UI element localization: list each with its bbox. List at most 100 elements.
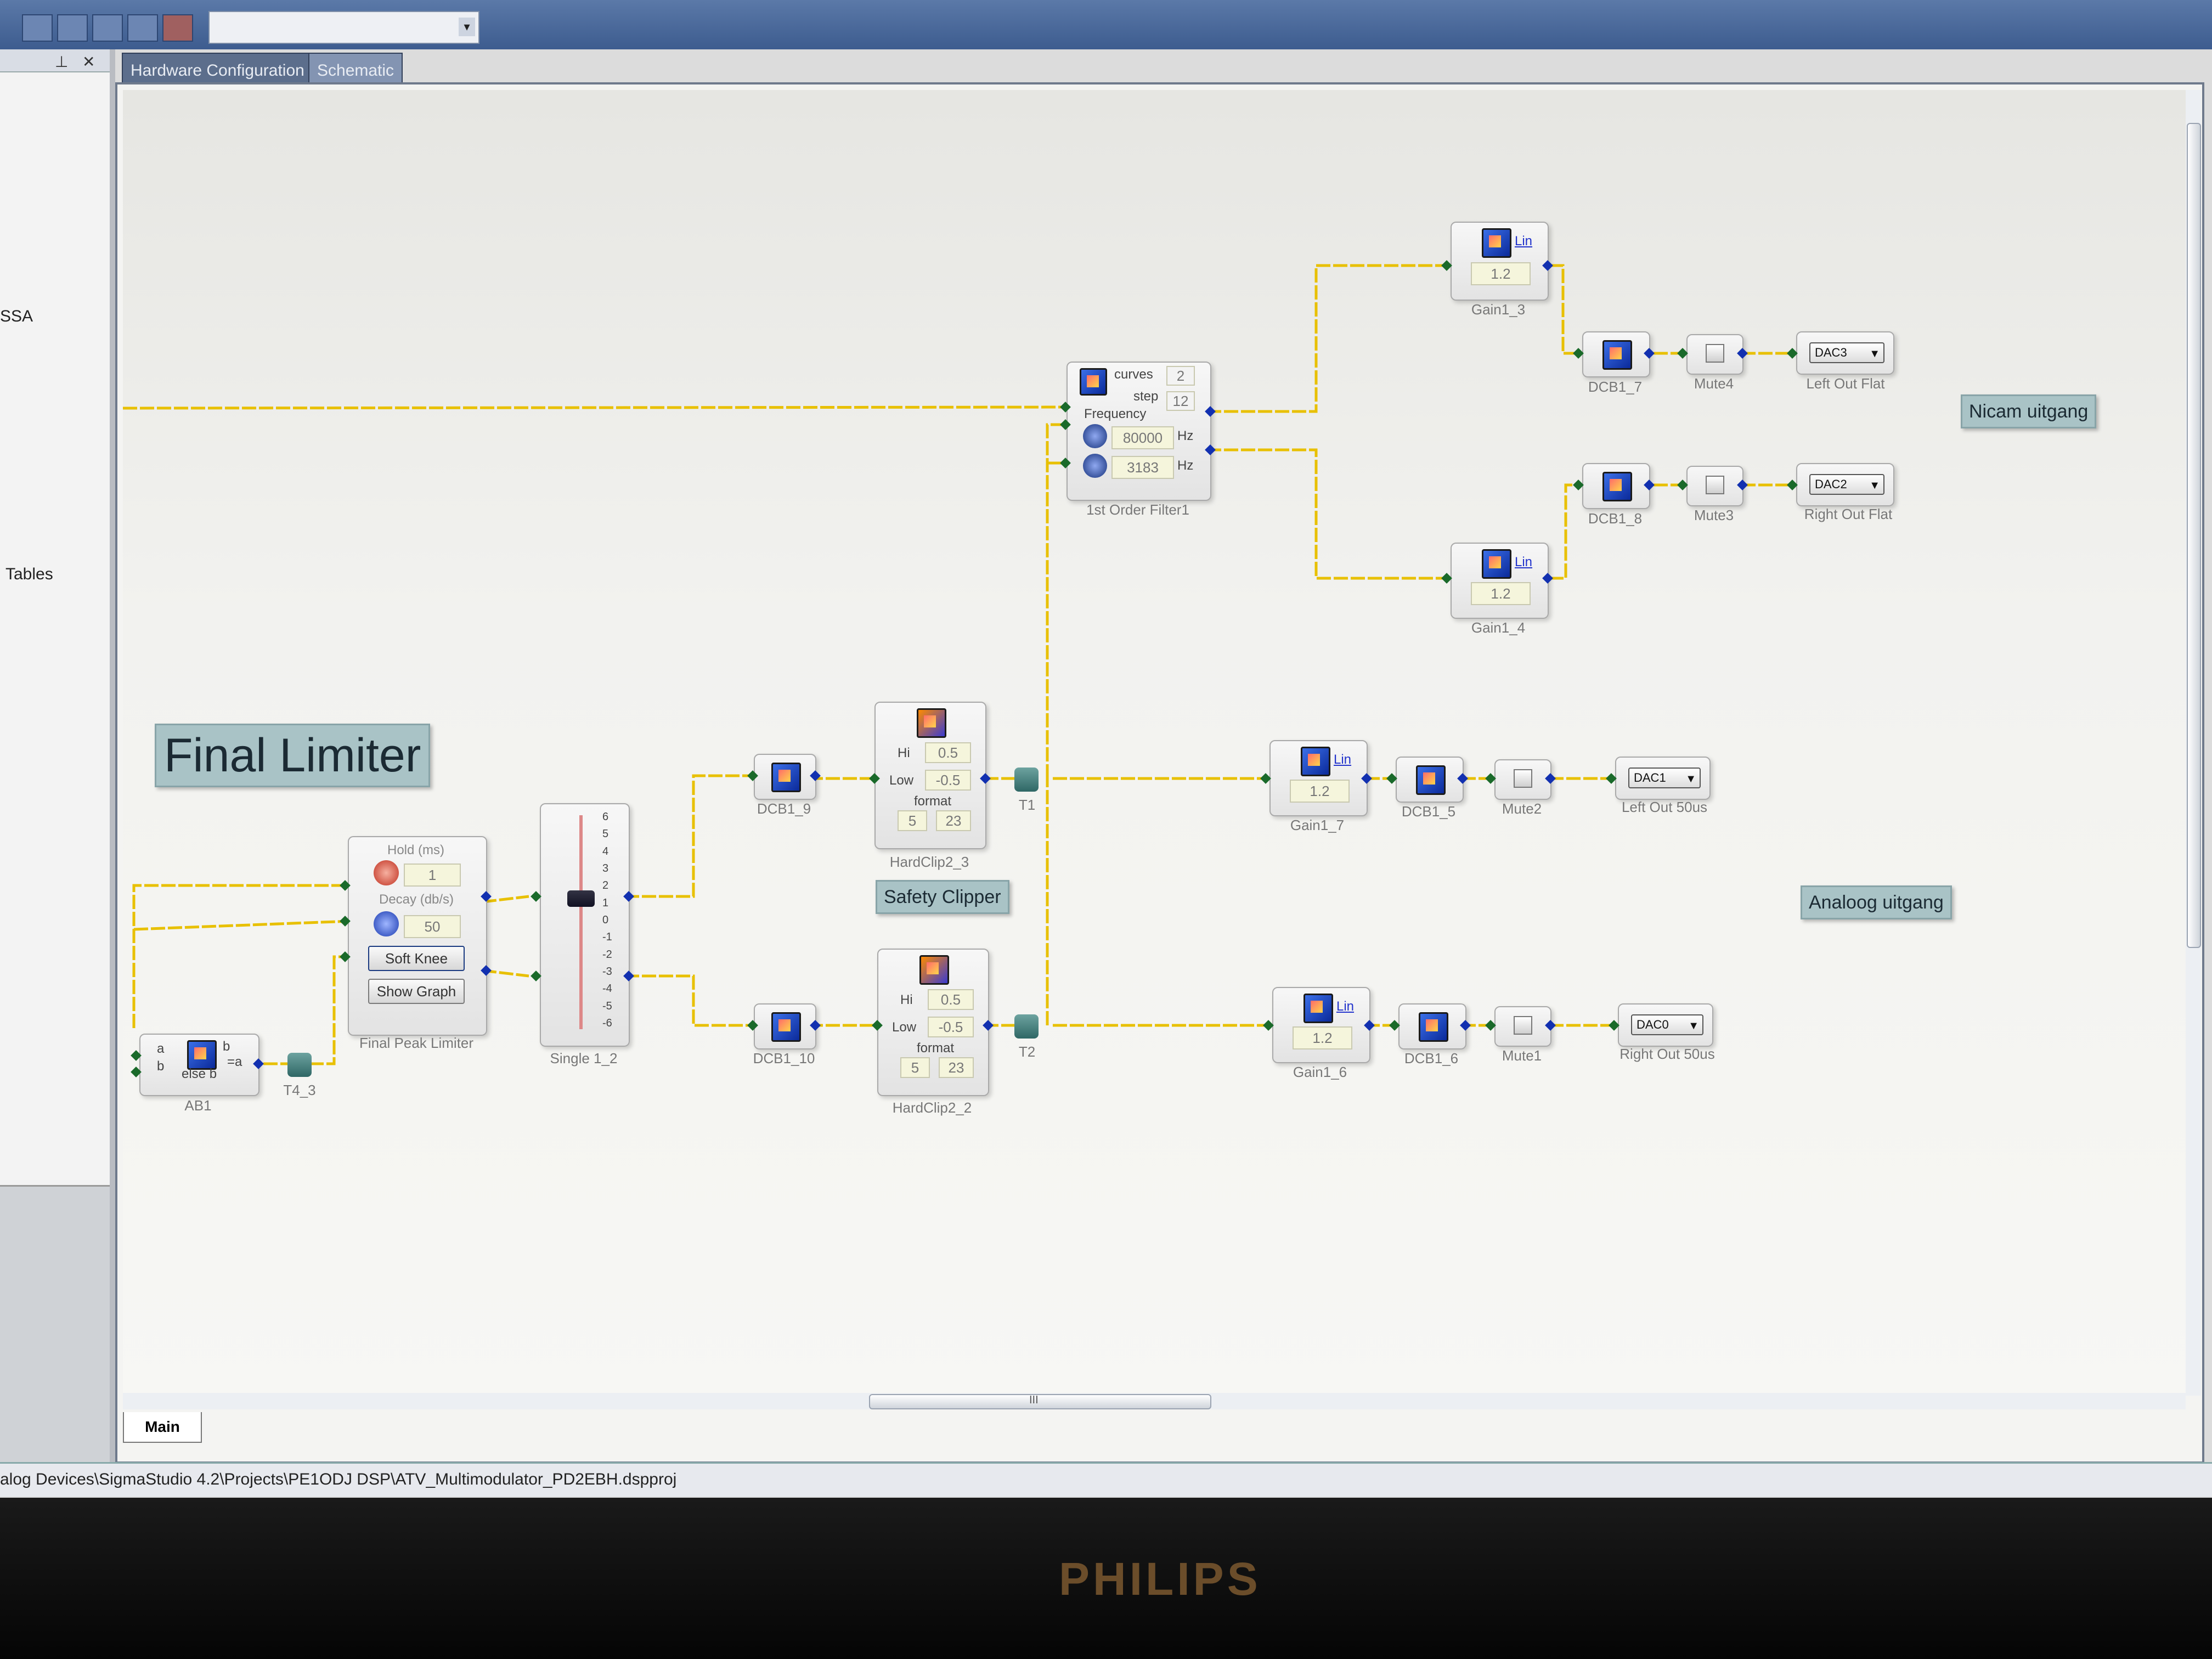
new-file-icon[interactable] <box>22 14 53 42</box>
dac0-select[interactable]: DAC0▼ <box>1631 1014 1703 1035</box>
lin-link[interactable]: Lin <box>1515 555 1533 569</box>
format-frac-value[interactable]: 23 <box>939 1057 974 1078</box>
block-1st-order-filter[interactable]: curves 2 step 12 Frequency 80000 Hz 3183… <box>1066 362 1211 501</box>
block-dcb1-5[interactable] <box>1396 757 1464 803</box>
block-label: T2 <box>1018 1043 1036 1060</box>
format-int-value[interactable]: 5 <box>900 1057 930 1078</box>
block-dcb1-6[interactable] <box>1398 1003 1466 1049</box>
block-hardclip2-3[interactable]: Hi 0.5 Low -0.5 format 5 23 <box>874 702 986 849</box>
tab-hardware-configuration[interactable]: Hardware Configuration <box>122 53 313 87</box>
block-mute1[interactable] <box>1494 1006 1551 1047</box>
horizontal-scrollbar[interactable]: III <box>123 1393 2186 1409</box>
block-gain1-3[interactable]: Lin 1.2 <box>1451 222 1549 301</box>
block-final-peak-limiter[interactable]: Hold (ms) 1 Decay (db/s) 50 Soft Knee Sh… <box>348 836 487 1036</box>
block-t2[interactable] <box>1014 1014 1039 1039</box>
open-file-icon[interactable] <box>57 14 88 42</box>
sigmastudio-window: ▾ ⊥ ✕ SSA Tables Hardware Configuration … <box>0 0 2212 1498</box>
block-label: AB1 <box>184 1097 212 1114</box>
vertical-scroll-thumb[interactable] <box>2187 123 2201 948</box>
gain-value[interactable]: 1.2 <box>1290 780 1350 803</box>
toolbar-combo[interactable]: ▾ <box>208 11 479 44</box>
mute-checkbox[interactable] <box>1514 769 1532 788</box>
block-gain1-7[interactable]: Lin 1.2 <box>1269 740 1368 816</box>
lin-link[interactable]: Lin <box>1336 999 1355 1014</box>
decay-value[interactable]: 50 <box>404 915 461 938</box>
mute-checkbox[interactable] <box>1514 1016 1532 1035</box>
block-dac2-output[interactable]: DAC2▼ <box>1796 463 1894 506</box>
mute-checkbox[interactable] <box>1706 476 1724 494</box>
low-value[interactable]: -0.5 <box>925 770 971 791</box>
soft-knee-button[interactable]: Soft Knee <box>368 946 465 971</box>
wire-limiter-single-1 <box>482 895 529 904</box>
hi-value[interactable]: 0.5 <box>928 989 974 1010</box>
save-all-icon[interactable] <box>127 14 158 42</box>
hi-label: Hi <box>900 992 913 1007</box>
block-dcb1-8[interactable] <box>1582 463 1650 509</box>
block-t4-3[interactable] <box>287 1053 312 1077</box>
schematic-canvas[interactable]: Final Limiter Safety Clipper Nicam uitga… <box>123 90 2186 1407</box>
block-mute4[interactable] <box>1686 334 1743 375</box>
curves-value[interactable]: 2 <box>1166 366 1195 386</box>
block-gain1-4[interactable]: Lin 1.2 <box>1451 543 1549 619</box>
fader-tick-label: 1 <box>602 896 609 909</box>
block-label: DCB1_10 <box>753 1050 815 1066</box>
lin-link[interactable]: Lin <box>1515 234 1533 249</box>
format-frac-value[interactable]: 23 <box>936 810 971 831</box>
hold-value[interactable]: 1 <box>404 864 461 887</box>
low-label: Low <box>889 773 914 788</box>
note-analoog-uitgang[interactable]: Analoog uitgang <box>1801 885 1952 919</box>
frequency-knob-icon[interactable] <box>1083 424 1107 448</box>
block-gain1-6[interactable]: Lin 1.2 <box>1272 987 1370 1063</box>
close-icon[interactable]: ✕ <box>82 53 95 70</box>
frequency-knob-icon[interactable] <box>1083 454 1107 478</box>
dac3-select[interactable]: DAC3▼ <box>1809 342 1884 363</box>
block-label: DCB1_7 <box>1588 379 1643 395</box>
dc-blocker-icon <box>1602 472 1632 501</box>
fader-thumb[interactable] <box>567 890 595 907</box>
block-dac3-output[interactable]: DAC3▼ <box>1796 331 1894 375</box>
note-nicam-uitgang[interactable]: Nicam uitgang <box>1961 394 2097 428</box>
block-dcb1-10[interactable] <box>754 1003 816 1049</box>
note-final-limiter[interactable]: Final Limiter <box>155 724 431 787</box>
block-dac0-output[interactable]: DAC0▼ <box>1618 1003 1713 1047</box>
left-panel-header: ⊥ ✕ <box>0 49 110 72</box>
show-graph-button[interactable]: Show Graph <box>368 979 465 1004</box>
vertical-scrollbar[interactable] <box>2186 90 2201 1396</box>
low-value[interactable]: -0.5 <box>928 1017 974 1037</box>
pin-icon[interactable]: ⊥ <box>55 53 69 70</box>
tab-main[interactable]: Main <box>123 1412 202 1443</box>
gain-value[interactable]: 1.2 <box>1471 262 1531 285</box>
block-dcb1-7[interactable] <box>1582 331 1650 377</box>
hi-value[interactable]: 0.5 <box>925 742 971 763</box>
format-int-value[interactable]: 5 <box>898 810 927 831</box>
step-value[interactable]: 12 <box>1166 391 1195 411</box>
block-t1[interactable] <box>1014 768 1039 792</box>
frequency-1-value[interactable]: 80000 <box>1111 426 1174 449</box>
block-hardclip2-2[interactable]: Hi 0.5 Low -0.5 format 5 23 <box>877 949 989 1096</box>
tree-item-ssa[interactable]: SSA <box>0 307 33 325</box>
block-label: DCB1_8 <box>1588 510 1643 527</box>
block-mute2[interactable] <box>1494 759 1551 800</box>
block-dac1-output[interactable]: DAC1▼ <box>1615 757 1711 800</box>
frequency-2-value[interactable]: 3183 <box>1111 456 1174 479</box>
block-label: Gain1_3 <box>1471 301 1526 318</box>
gain-value[interactable]: 1.2 <box>1471 582 1531 605</box>
lin-link[interactable]: Lin <box>1334 752 1352 767</box>
block-mute3[interactable] <box>1686 466 1743 506</box>
block-ab1[interactable]: a b else b b =a <box>139 1034 259 1096</box>
mute-checkbox[interactable] <box>1706 344 1724 363</box>
chevron-down-icon[interactable]: ▾ <box>459 18 475 36</box>
tree-item-tables[interactable]: Tables <box>5 565 53 583</box>
dac1-select[interactable]: DAC1▼ <box>1628 768 1701 788</box>
horizontal-scroll-thumb[interactable]: III <box>869 1394 1211 1409</box>
dac2-select[interactable]: DAC2▼ <box>1809 474 1884 495</box>
gain-value[interactable]: 1.2 <box>1293 1026 1352 1049</box>
tab-schematic[interactable]: Schematic <box>308 53 403 87</box>
hold-knob-icon[interactable] <box>374 860 399 885</box>
link-compile-icon[interactable] <box>162 14 193 42</box>
block-dcb1-9[interactable] <box>754 754 816 800</box>
note-safety-clipper[interactable]: Safety Clipper <box>876 880 1009 914</box>
decay-knob-icon[interactable] <box>374 911 399 936</box>
save-icon[interactable] <box>92 14 123 42</box>
